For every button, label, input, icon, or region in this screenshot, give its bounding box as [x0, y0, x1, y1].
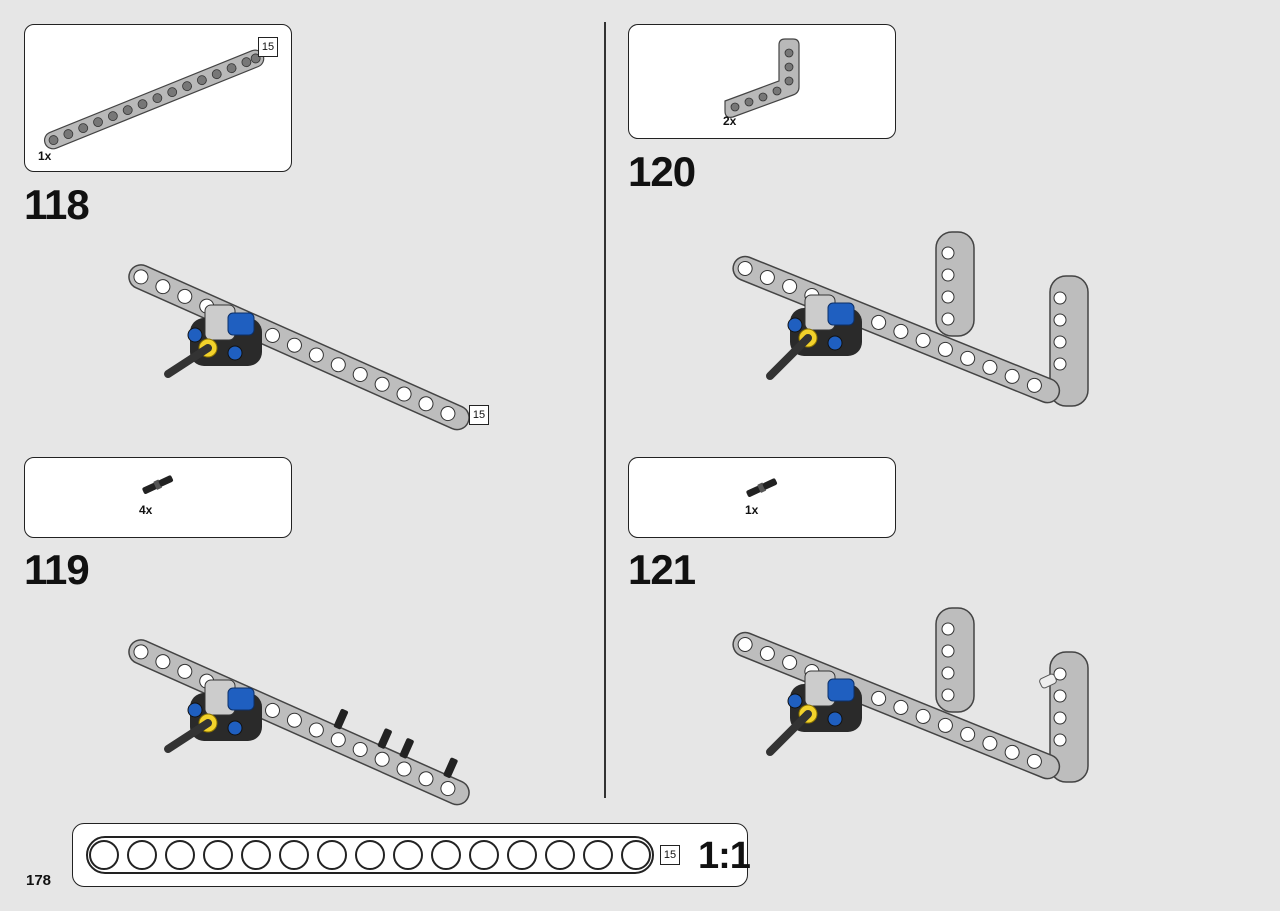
parts-callout-118: 15 1x — [24, 24, 292, 172]
ruler-hole — [241, 840, 271, 870]
assembly-121 — [732, 607, 1089, 783]
ruler-length-badge: 15 — [660, 845, 680, 865]
ruler-hole — [317, 840, 347, 870]
vertical-beam-right — [1049, 275, 1089, 407]
parts-callout-121: 1x — [628, 457, 896, 538]
scale-label: 1:1 — [698, 835, 751, 877]
part-quantity: 2x — [723, 114, 737, 128]
pin-part-icon — [142, 475, 174, 494]
ruler-hole — [431, 840, 461, 870]
step-number-121: 121 — [628, 546, 696, 593]
beam-15-part-icon — [43, 49, 265, 150]
ruler-hole — [355, 840, 385, 870]
parts-callout-120: 2x — [628, 24, 896, 139]
vertical-beam-left — [935, 231, 975, 337]
ruler-hole — [203, 840, 233, 870]
step-number-118: 118 — [24, 181, 90, 228]
vertical-beam-left — [935, 607, 975, 713]
assembly-119 — [128, 639, 470, 806]
scale-ruler: 15 — [72, 823, 748, 887]
part-quantity: 1x — [745, 503, 759, 517]
ruler-beam — [86, 836, 654, 874]
ruler-hole — [393, 840, 423, 870]
pin-attached-icon — [1039, 673, 1057, 689]
ruler-hole — [469, 840, 499, 870]
step-number-120: 120 — [628, 148, 696, 195]
part-quantity: 4x — [139, 503, 153, 517]
gearbox-mechanism — [164, 679, 262, 753]
assembly-beam-length-badge: 15 — [469, 405, 489, 425]
part-quantity: 1x — [38, 149, 52, 163]
ruler-hole — [545, 840, 575, 870]
vertical-beam-right — [1049, 651, 1089, 783]
pin-part-icon — [746, 478, 778, 497]
column-divider — [604, 22, 606, 798]
ruler-hole — [127, 840, 157, 870]
ruler-hole — [89, 840, 119, 870]
gearbox-mechanism — [164, 304, 262, 378]
ruler-hole — [507, 840, 537, 870]
assembly-118 — [128, 264, 470, 431]
angle-beam-part-icon — [724, 38, 800, 118]
gearbox-mechanism — [766, 670, 862, 756]
gearbox-mechanism — [766, 294, 862, 380]
ruler-hole — [621, 840, 651, 870]
page-number: 178 — [26, 872, 52, 889]
assembly-120 — [732, 231, 1089, 407]
ruler-hole — [165, 840, 195, 870]
ruler-hole — [279, 840, 309, 870]
step-number-119: 119 — [24, 546, 90, 593]
parts-callout-119: 4x — [24, 457, 292, 538]
ruler-hole — [583, 840, 613, 870]
beam-length-badge: 15 — [258, 37, 278, 57]
